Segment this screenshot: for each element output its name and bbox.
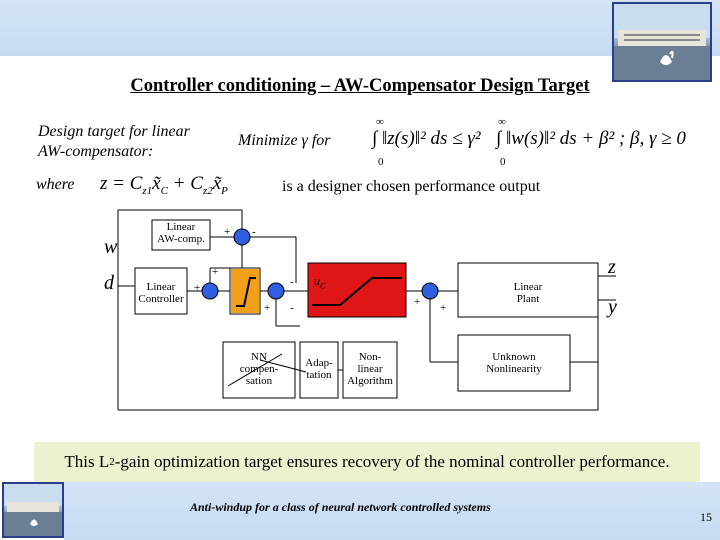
sum-junction-controller xyxy=(201,282,219,300)
footer-text: Anti-windup for a class of neural networ… xyxy=(190,500,491,514)
nn-compensation-box xyxy=(222,341,296,399)
design-target-line-1: Design target for linear xyxy=(38,123,190,140)
slide-title: Controller conditioning – AW-Compensator… xyxy=(130,76,590,96)
linear-plant-box xyxy=(457,262,599,318)
page-number: 15 xyxy=(700,510,712,524)
integral-inequality-right: ∫ ‖w(s)‖² ds + β² ; β, γ ≥ 0 xyxy=(496,128,686,149)
sign-plus-ctrl-top: + xyxy=(212,266,219,278)
unknown-nonlinearity-box xyxy=(457,334,571,392)
signal-d: d xyxy=(104,272,114,294)
nn-arrow-2 xyxy=(227,353,283,387)
minimize-label: Minimize γ for xyxy=(238,132,331,149)
design-target-text: Design target for linear AW-compensator: xyxy=(38,122,190,162)
university-logo-image xyxy=(612,2,712,82)
adaptation-label: Adap-tation xyxy=(305,357,333,381)
sign-plus-aw: + xyxy=(224,226,231,238)
sign-minus-sat-top: - xyxy=(290,276,294,288)
sign-minus-aw: - xyxy=(252,226,256,238)
sign-plus-ctrl-left: + xyxy=(194,282,201,294)
saturation-curve xyxy=(236,277,256,307)
integral-upper-limit-1: ∞ xyxy=(376,116,384,128)
signal-uc: uC xyxy=(314,274,326,291)
adaptation-box xyxy=(299,341,339,399)
signal-y: y xyxy=(608,296,617,318)
sign-plus-plant-left: + xyxy=(414,296,421,308)
signal-w: w xyxy=(104,236,118,258)
performance-output-equation: z = Cz1x̃C + Cz2x̃P xyxy=(100,173,228,197)
linear-controller-box xyxy=(134,267,188,315)
sum-junction-plant xyxy=(421,282,439,300)
header-band xyxy=(0,0,720,56)
signal-z: z xyxy=(608,256,616,278)
sign-minus-sat-bottom: - xyxy=(290,302,294,314)
nonlinear-algorithm-box xyxy=(342,341,398,399)
integral-lower-limit-2: 0 xyxy=(500,156,506,168)
design-target-line-2: AW-compensator: xyxy=(38,143,154,160)
integral-inequality-left: ∫ ‖z(s)‖² ds ≤ γ² xyxy=(372,128,481,149)
nonlinear-curve xyxy=(312,277,402,306)
sign-plus-sat-bottom: + xyxy=(264,302,271,314)
saturation-fill xyxy=(231,269,259,313)
footer-logo-image xyxy=(2,482,64,538)
linear-aw-comp-box xyxy=(151,219,211,251)
sum-junction-aw xyxy=(233,228,251,246)
where-label: where xyxy=(36,176,75,193)
performance-output-description: is a designer chosen performance output xyxy=(282,178,541,195)
integral-upper-limit-2: ∞ xyxy=(498,116,506,128)
sum-junction-saturation xyxy=(267,282,285,300)
footer-band xyxy=(64,482,720,540)
sign-plus-plant-bottom: + xyxy=(440,302,447,314)
integral-lower-limit-1: 0 xyxy=(378,156,384,168)
